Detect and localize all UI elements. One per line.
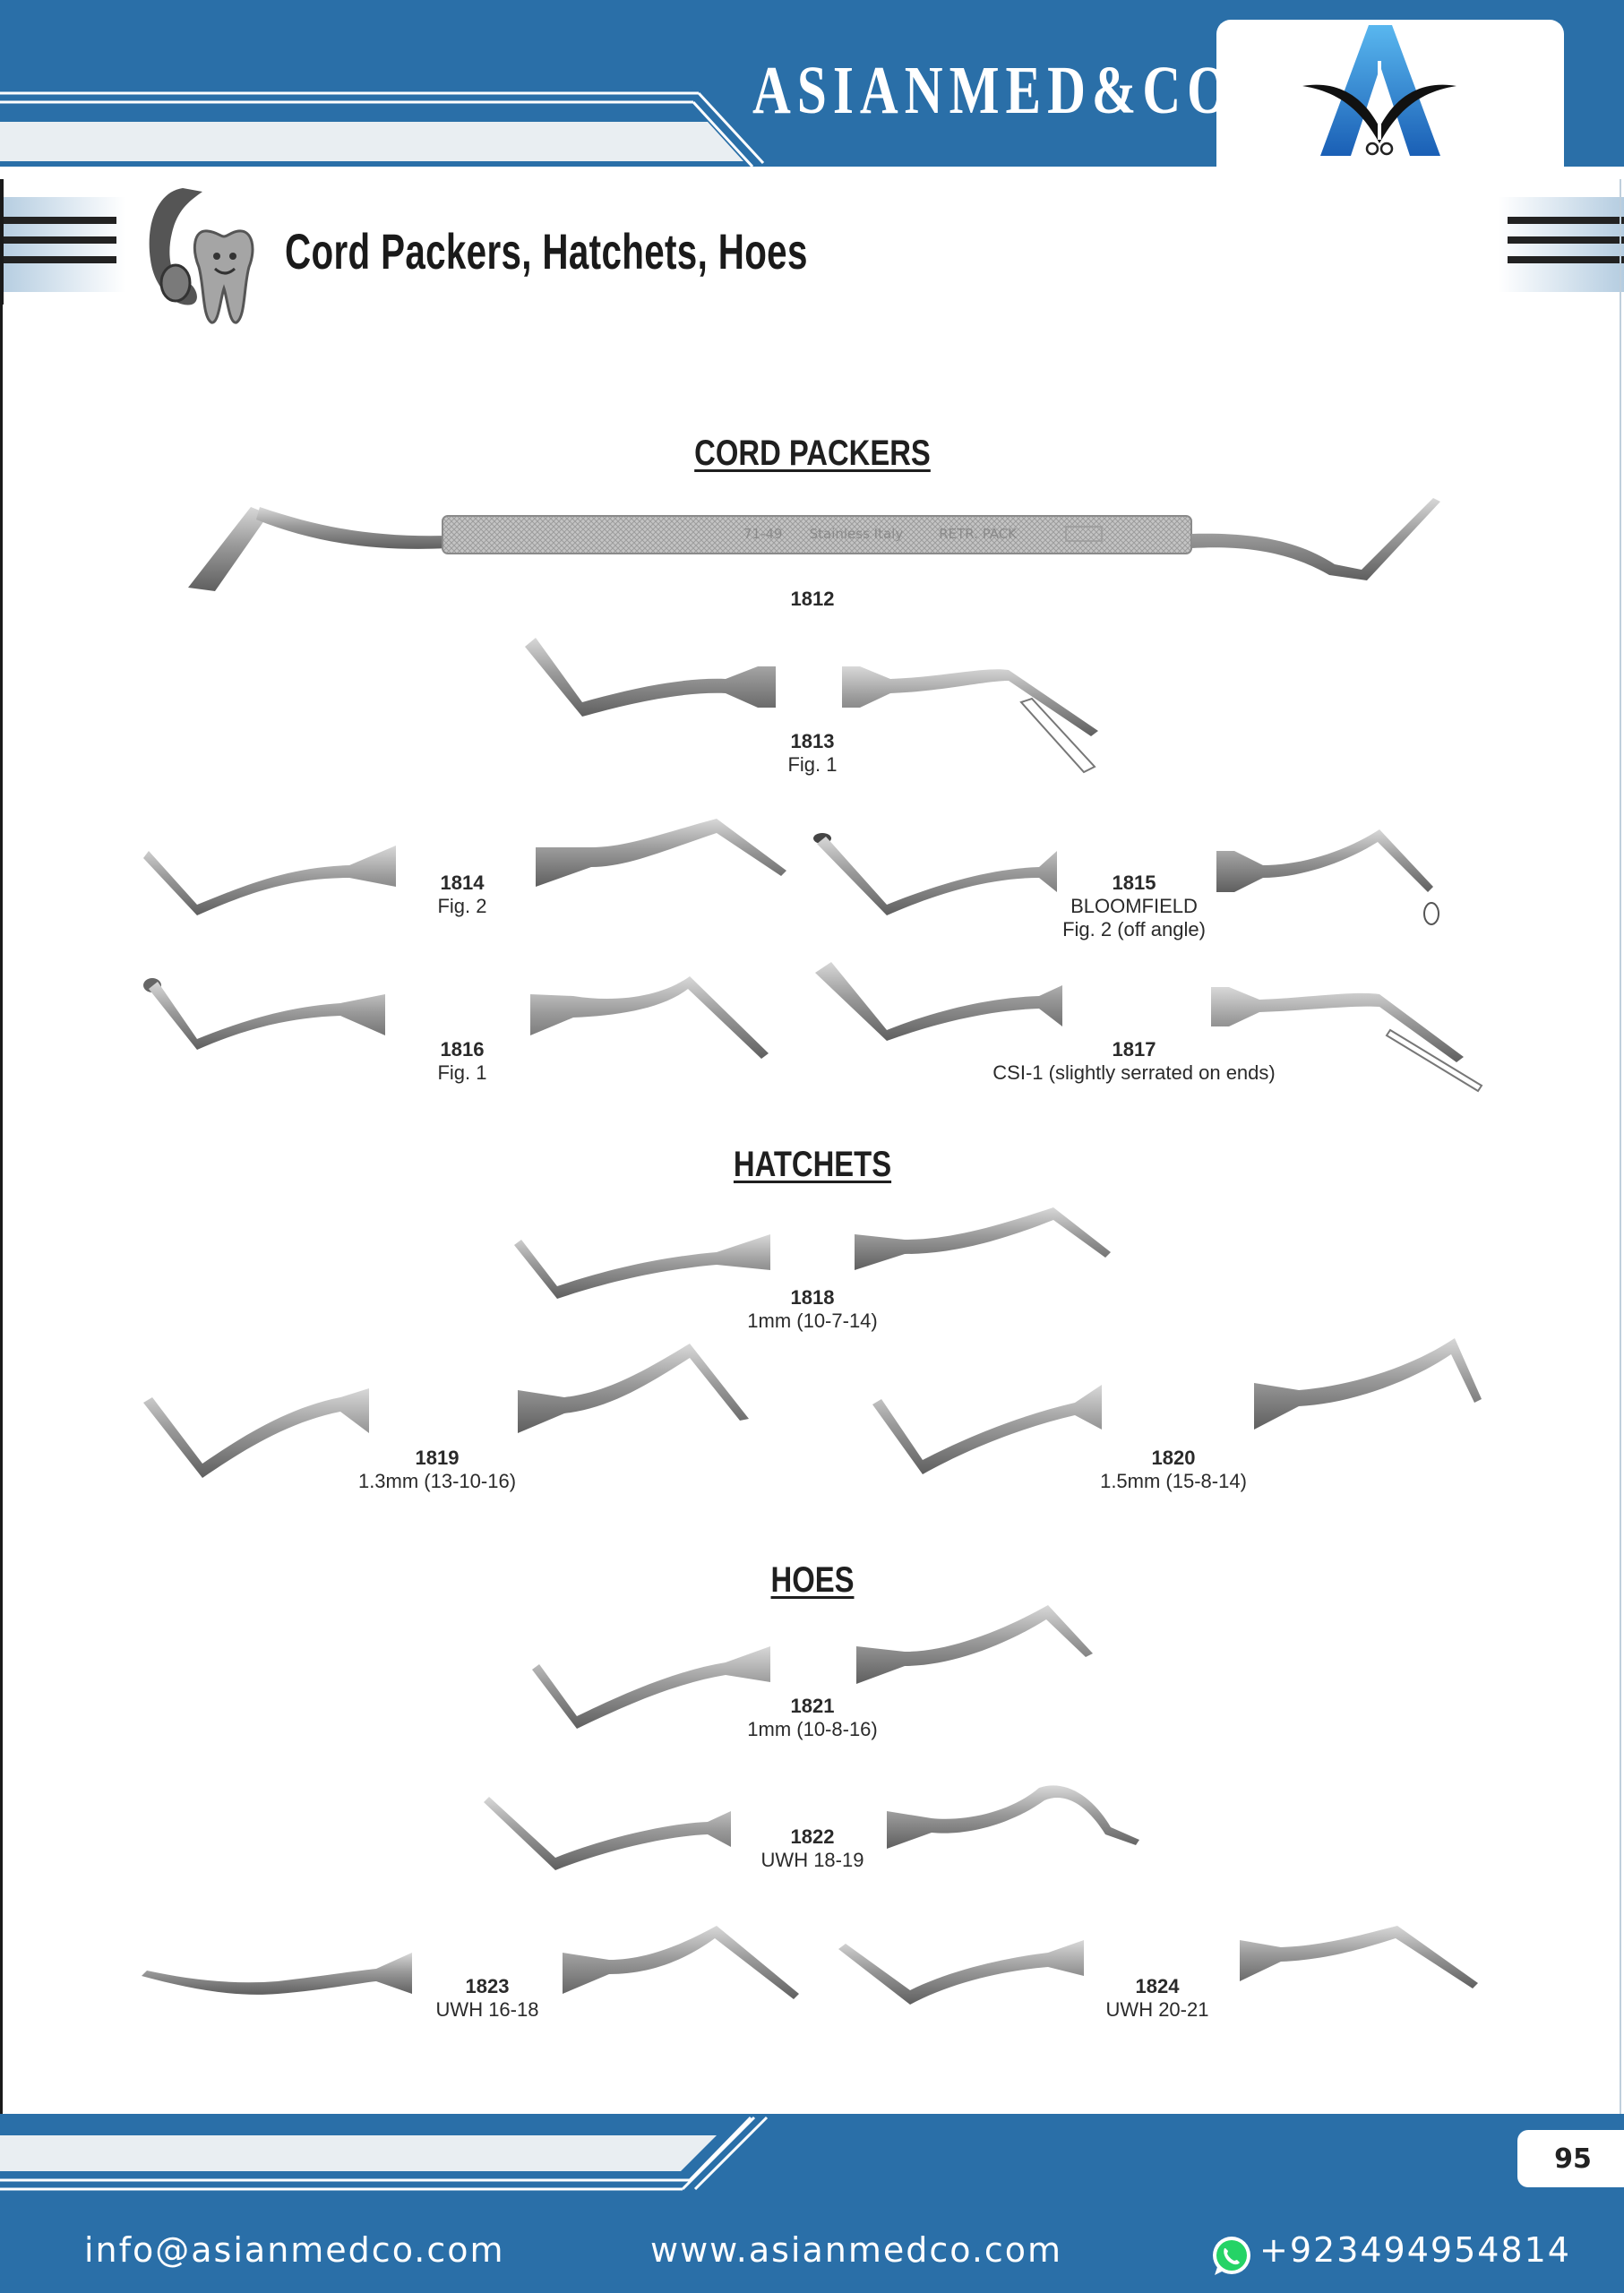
item-desc: 1.3mm (13-10-16) (357, 1470, 517, 1492)
item-label-1813: 1813 Fig. 1 (787, 730, 837, 777)
left-stripe-decoration (0, 179, 125, 305)
item-code: 1815 (1112, 872, 1156, 894)
item-code: 1823 (465, 1975, 510, 1997)
item-desc: 1mm (10-7-14) (747, 1310, 878, 1332)
item-label-1819: 1819 1.3mm (13-10-16) (358, 1447, 516, 1493)
instrument-1819-image (143, 1344, 749, 1478)
left-border-line (0, 179, 3, 2123)
instrument-1816-image (143, 976, 769, 1059)
tooth-mascot-icon (149, 188, 254, 324)
item-desc: 1.5mm (15-8-14) (1100, 1470, 1247, 1492)
item-label-1812: 1812 (791, 588, 835, 611)
item-code: 1822 (790, 1825, 835, 1848)
item-desc-2: Fig. 2 (off angle) (1062, 918, 1206, 940)
footer-band (0, 2114, 1624, 2293)
instrument-1824-image (838, 1926, 1478, 2005)
item-desc: CSI-1 (slightly serrated on ends) (992, 1061, 1276, 1084)
brand-logo-icon (1302, 25, 1456, 156)
item-code: 1814 (440, 872, 485, 894)
item-label-1821: 1821 1mm (10-8-16) (747, 1695, 877, 1741)
instrument-1820-image (872, 1338, 1482, 1474)
instrument-1812-image (188, 498, 1440, 591)
instrument-1822-image (484, 1785, 1139, 1870)
item-code: 1818 (790, 1286, 835, 1309)
section-heading-hoes: HOES (770, 1560, 855, 1600)
instrument-1818-image (514, 1207, 1111, 1299)
page-number: 95 (1517, 2130, 1624, 2187)
whatsapp-icon (1213, 2237, 1250, 2275)
item-code: 1812 (790, 588, 835, 610)
item-label-1817: 1817 CSI-1 (slightly serrated on ends) (992, 1038, 1275, 1085)
item-desc: UWH 20-21 (1105, 1998, 1209, 2021)
instrument-1817-image (815, 962, 1483, 1093)
item-label-1824: 1824 UWH 20-21 (1106, 1975, 1209, 2022)
item-desc: UWH 18-19 (760, 1849, 864, 1871)
item-label-1816: 1816 Fig. 1 (437, 1038, 486, 1085)
item-desc: 1mm (10-8-16) (747, 1718, 878, 1740)
footer-website[interactable]: www.asianmedco.com (650, 2230, 1063, 2270)
item-desc: Fig. 2 (437, 895, 487, 917)
section-heading-hatchets: HATCHETS (733, 1145, 892, 1184)
item-desc: Fig. 1 (437, 1061, 487, 1084)
instrument-1821-image (532, 1605, 1093, 1729)
right-stripe-decoration (1499, 197, 1624, 292)
instrument-1813-image (525, 638, 1098, 774)
item-label-1814: 1814 Fig. 2 (437, 872, 486, 918)
item-code: 1821 (790, 1695, 835, 1717)
item-code: 1817 (1112, 1038, 1156, 1061)
right-border-line (1620, 179, 1621, 2123)
item-code: 1820 (1151, 1447, 1196, 1469)
footer-phone[interactable]: +923494954814 (1259, 2230, 1571, 2270)
page-title: Cord Packers, Hatchets, Hoes (285, 223, 808, 279)
item-desc: Fig. 1 (787, 753, 838, 776)
item-code: 1824 (1135, 1975, 1180, 1997)
instrument-1815-image (813, 829, 1439, 925)
item-label-1815: 1815 BLOOMFIELD Fig. 2 (off angle) (1062, 872, 1206, 941)
item-desc: UWH 16-18 (435, 1998, 539, 2021)
item-label-1823: 1823 UWH 16-18 (436, 1975, 539, 2022)
item-label-1822: 1822 UWH 18-19 (761, 1825, 864, 1872)
item-code: 1813 (790, 730, 835, 752)
instrument-1823-image (142, 1926, 799, 1999)
section-heading-cord-packers: CORD PACKERS (694, 434, 931, 473)
item-code: 1819 (415, 1447, 460, 1469)
item-label-1818: 1818 1mm (10-7-14) (747, 1286, 877, 1333)
item-desc: BLOOMFIELD (1070, 895, 1198, 917)
item-code: 1816 (440, 1038, 485, 1061)
item-label-1820: 1820 1.5mm (15-8-14) (1100, 1447, 1247, 1493)
instrument-1814-image (143, 819, 786, 915)
footer-email[interactable]: info@asianmedco.com (84, 2230, 505, 2270)
